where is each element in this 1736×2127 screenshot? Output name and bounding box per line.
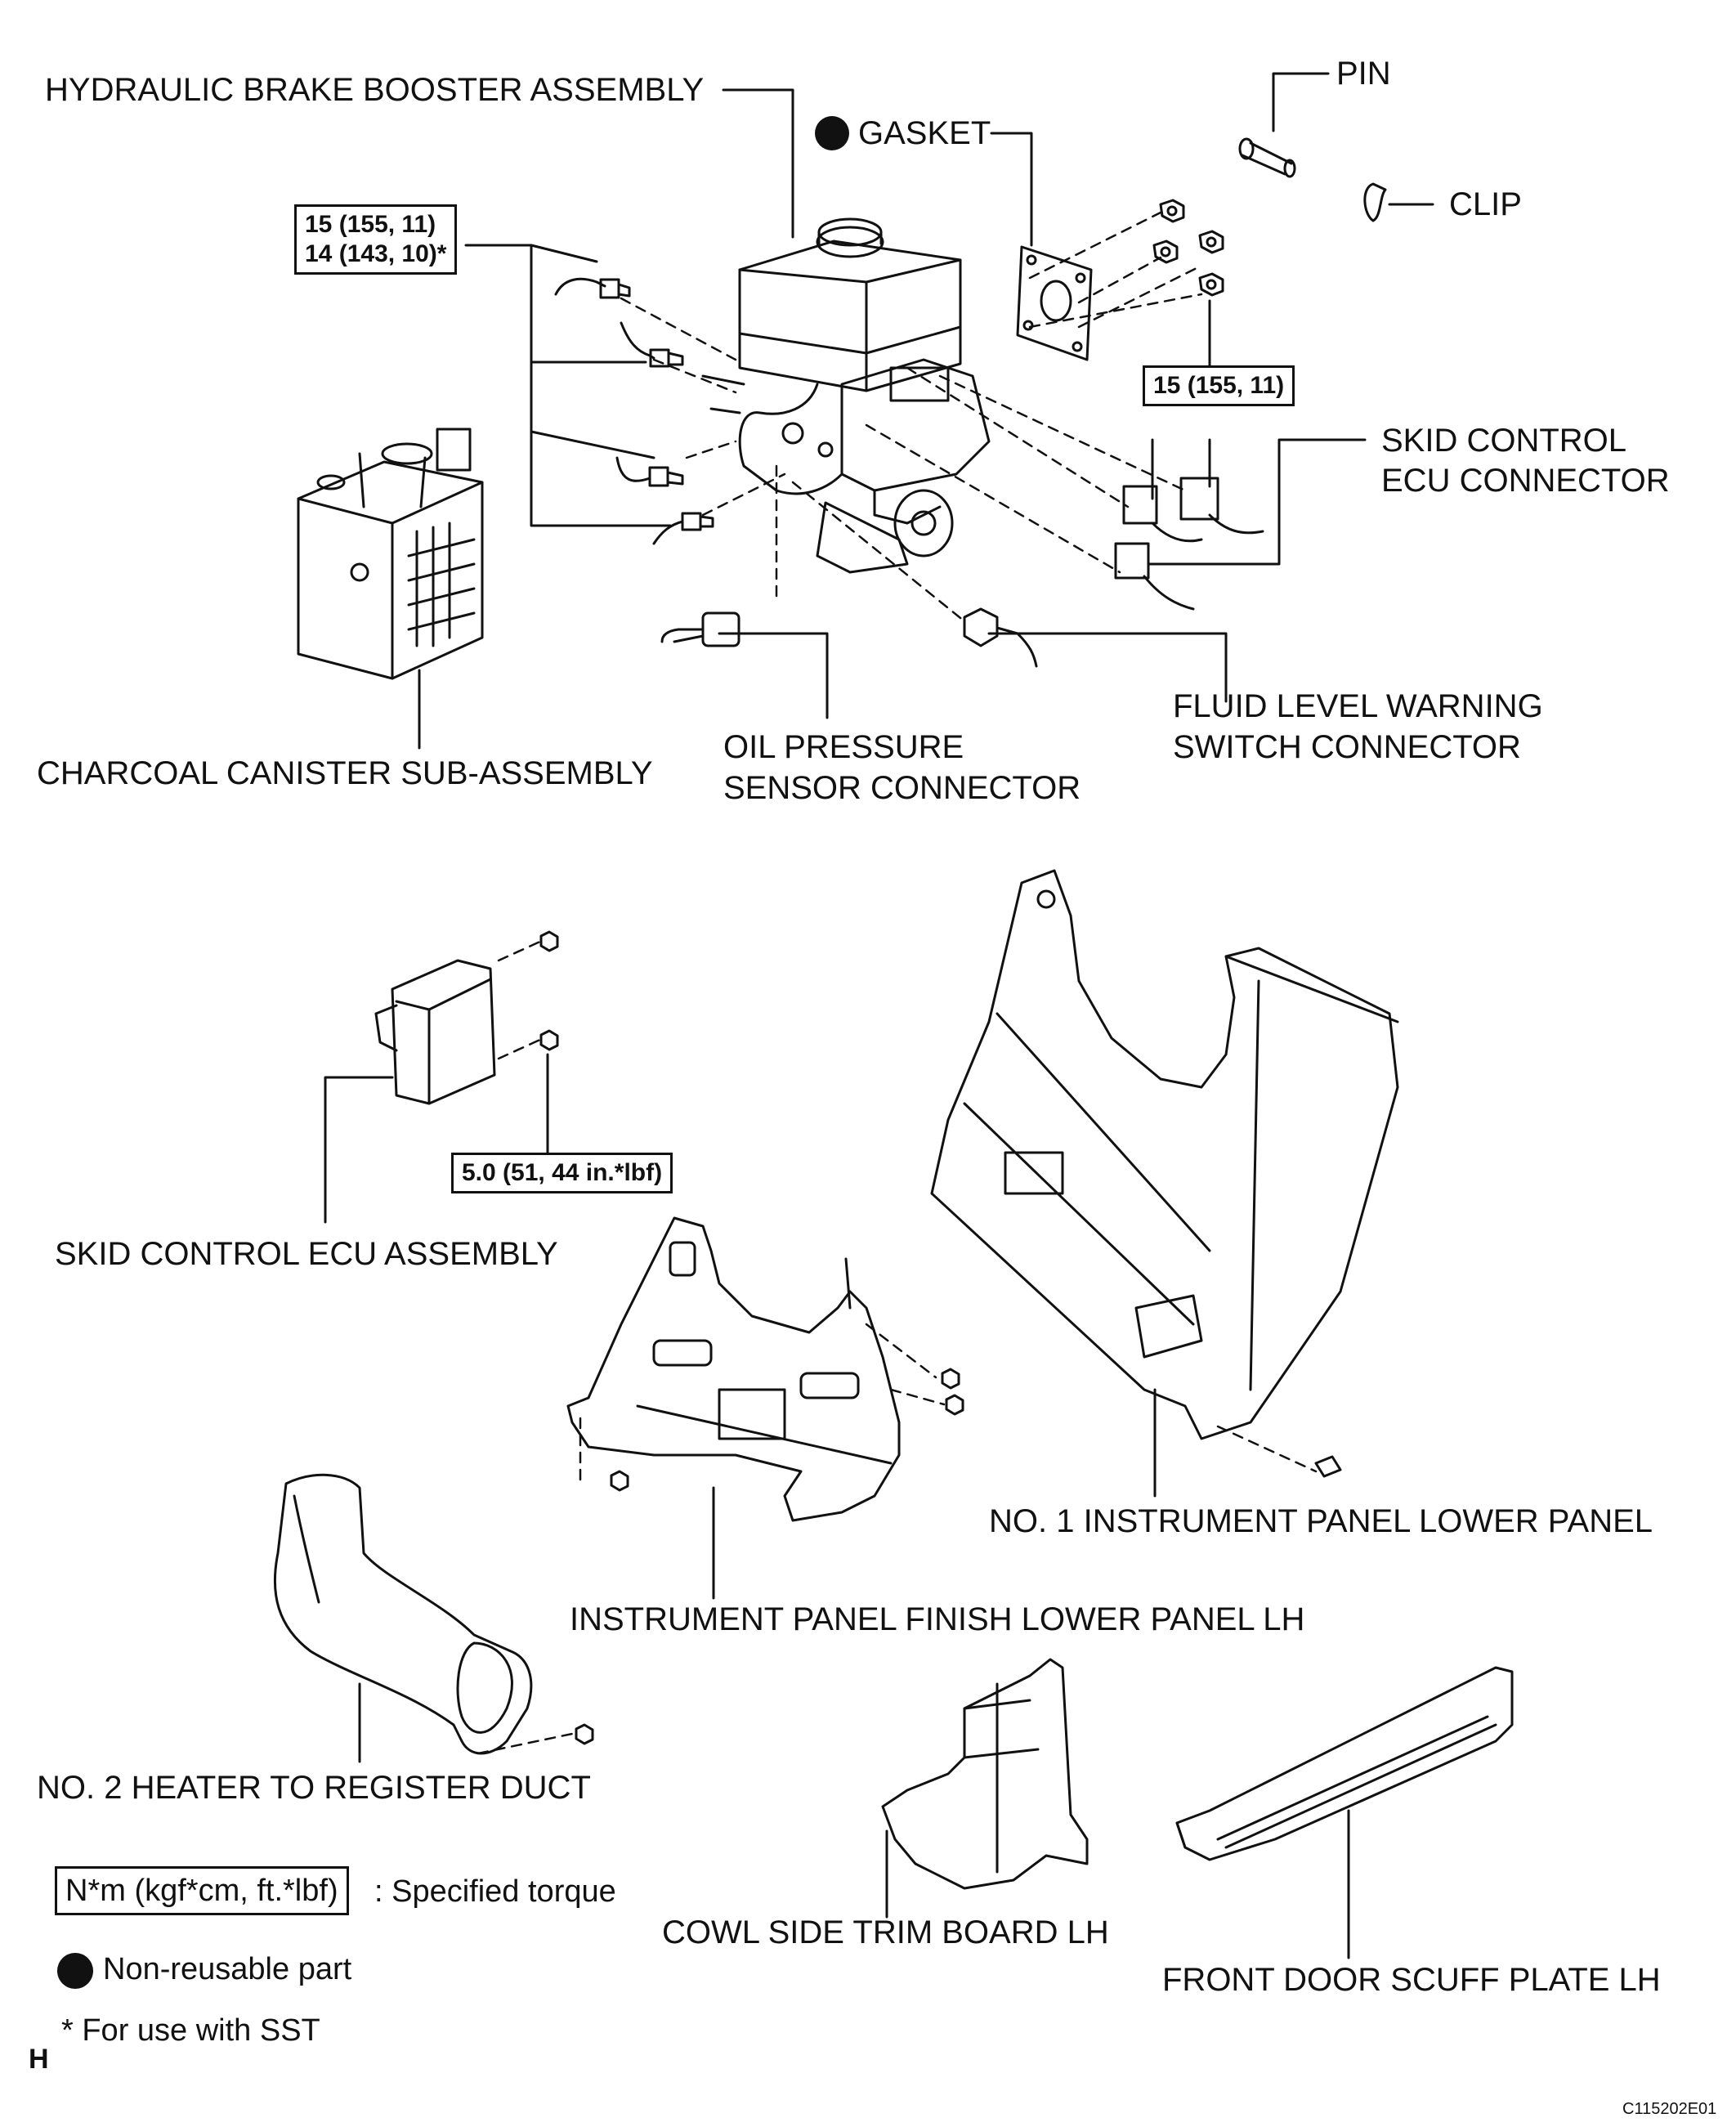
charcoal-canister-drawing <box>298 429 482 678</box>
leader-lines <box>325 74 1433 1958</box>
lower-panel-drawing <box>932 871 1398 1476</box>
nuts-drawing <box>1154 200 1223 295</box>
skid-ecu-drawing <box>376 932 557 1104</box>
label-pin: PIN <box>1336 56 1391 92</box>
label-skid-ecu-connector-2: ECU CONNECTOR <box>1381 463 1670 499</box>
label-gasket: GASKET <box>858 115 991 151</box>
legend-torque-box: N*m (kgf*cm, ft.*lbf) <box>55 1866 349 1915</box>
label-oil-sensor-1: OIL PRESSURE <box>723 729 964 765</box>
heater-duct-drawing <box>275 1475 593 1753</box>
label-skid-ecu-connector-1: SKID CONTROL <box>1381 423 1627 459</box>
oil-sensor-connector-drawing <box>662 613 739 646</box>
nonreusable-dot-icon <box>57 1952 93 1989</box>
torque-ecu-nuts: 5.0 (51, 44 in.*lbf) <box>462 1159 663 1186</box>
label-cowl-trim: COWL SIDE TRIM BOARD LH <box>662 1914 1109 1950</box>
scuff-plate-drawing <box>1177 1668 1512 1860</box>
clip-drawing <box>1365 184 1385 221</box>
label-lower-panel: NO. 1 INSTRUMENT PANEL LOWER PANEL <box>989 1503 1653 1539</box>
label-scuff-plate: FRONT DOOR SCUFF PLATE LH <box>1162 1962 1661 1998</box>
torque-booster-nuts: 15 (155, 11) <box>1153 372 1285 399</box>
brake-lines-drawing <box>556 279 713 544</box>
fluid-switch-connector-drawing <box>964 609 1036 666</box>
label-brake-booster: HYDRAULIC BRAKE BOOSTER ASSEMBLY <box>45 72 705 108</box>
skid-connectors-drawing <box>1116 478 1263 609</box>
legend-nonreusable-text: Non-reusable part <box>103 1952 352 1986</box>
torque-brake-lines-1: 15 (155, 11) <box>305 211 436 238</box>
label-clip: CLIP <box>1449 186 1522 222</box>
label-finish-panel: INSTRUMENT PANEL FINISH LOWER PANEL LH <box>570 1601 1305 1637</box>
brake-booster-drawing <box>703 219 989 572</box>
nonreusable-gasket-dot <box>815 116 849 150</box>
torque-box-brake-lines: 15 (155, 11) 14 (143, 10)* <box>294 204 458 275</box>
dashed-guides <box>478 213 1316 1753</box>
finish-panel-drawing <box>568 1218 963 1520</box>
torque-box-booster-nuts: 15 (155, 11) <box>1143 365 1295 406</box>
label-heater-duct: NO. 2 HEATER TO REGISTER DUCT <box>37 1770 591 1806</box>
label-skid-ecu-assembly: SKID CONTROL ECU ASSEMBLY <box>55 1236 558 1272</box>
cowl-trim-drawing <box>883 1659 1087 1888</box>
legend-nonreusable: Non-reusable part <box>57 1950 351 1989</box>
torque-box-ecu-nuts: 5.0 (51, 44 in.*lbf) <box>451 1153 673 1193</box>
legend-sst: * For use with SST <box>61 2013 320 2048</box>
gasket-drawing <box>1018 247 1091 360</box>
section-letter: H <box>29 2044 49 2075</box>
label-charcoal-canister: CHARCOAL CANISTER SUB-ASSEMBLY <box>37 755 653 791</box>
torque-brake-lines-2: 14 (143, 10)* <box>305 240 447 267</box>
figure-id: C115202E01 <box>1622 2100 1717 2118</box>
label-fluid-switch-1: FLUID LEVEL WARNING <box>1173 688 1543 724</box>
label-oil-sensor-2: SENSOR CONNECTOR <box>723 770 1081 806</box>
legend-torque-text: : Specified torque <box>374 1874 616 1909</box>
label-fluid-switch-2: SWITCH CONNECTOR <box>1173 729 1521 765</box>
